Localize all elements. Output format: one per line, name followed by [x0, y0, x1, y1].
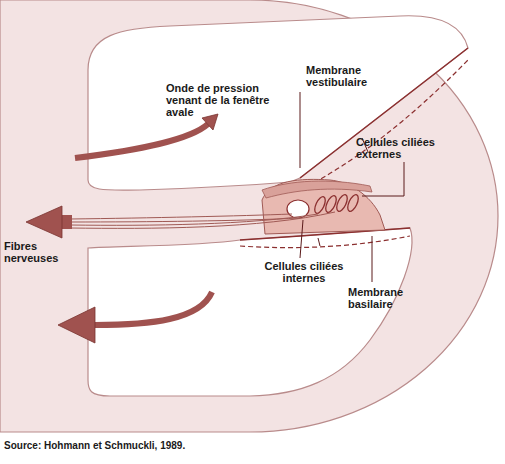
part-label: Cellules ciliées externes — [356, 136, 458, 160]
cochlear-duct-wall — [0, 0, 498, 432]
part-label: Membrane basilaire — [348, 286, 418, 310]
outer-hair-cells — [313, 193, 361, 215]
leader-line — [300, 220, 303, 258]
organ-of-corti — [262, 179, 385, 234]
outer-hair-cell — [335, 193, 350, 213]
vestibular-membrane-displaced — [300, 60, 468, 190]
vestibular-membrane — [300, 48, 468, 178]
nerve-arrow-shaft — [62, 215, 72, 229]
nerve-fibre — [70, 214, 292, 219]
outer-hair-cell — [324, 194, 339, 214]
leader-line — [300, 92, 301, 168]
pressure-wave-arrow — [75, 124, 208, 158]
leader-lines — [300, 92, 404, 282]
wave-label: Onde de pression venant de la fenêtre av… — [166, 82, 291, 118]
return-wave-arrow-head — [58, 307, 95, 343]
nerve-fibre — [70, 214, 318, 225]
return-wave-arrow — [95, 292, 212, 325]
pressure-wave-arrow-head — [202, 114, 218, 130]
tectorial-membrane — [262, 181, 372, 198]
nerve-fibres — [70, 212, 335, 228]
part-label: Fibres nerveuses — [4, 240, 66, 264]
leader-line — [362, 162, 404, 196]
basilar-membrane-displaced — [240, 236, 410, 248]
outer-hair-cell — [313, 195, 328, 215]
scala-tympani — [88, 228, 412, 396]
nerve-arrow-head — [26, 206, 62, 238]
part-label: Cellules ciliées internes — [258, 260, 350, 284]
outer-hair-cell — [346, 193, 361, 213]
displacement-tick — [318, 238, 320, 246]
scala-vestibuli — [88, 16, 468, 190]
part-label: Membrane vestibulaire — [306, 64, 398, 88]
leader-line — [372, 236, 373, 282]
nerve-fibre — [70, 212, 335, 228]
source-caption: Source: Hohmann et Schmuckli, 1989. — [4, 440, 185, 452]
inner-hair-cell — [287, 200, 309, 218]
